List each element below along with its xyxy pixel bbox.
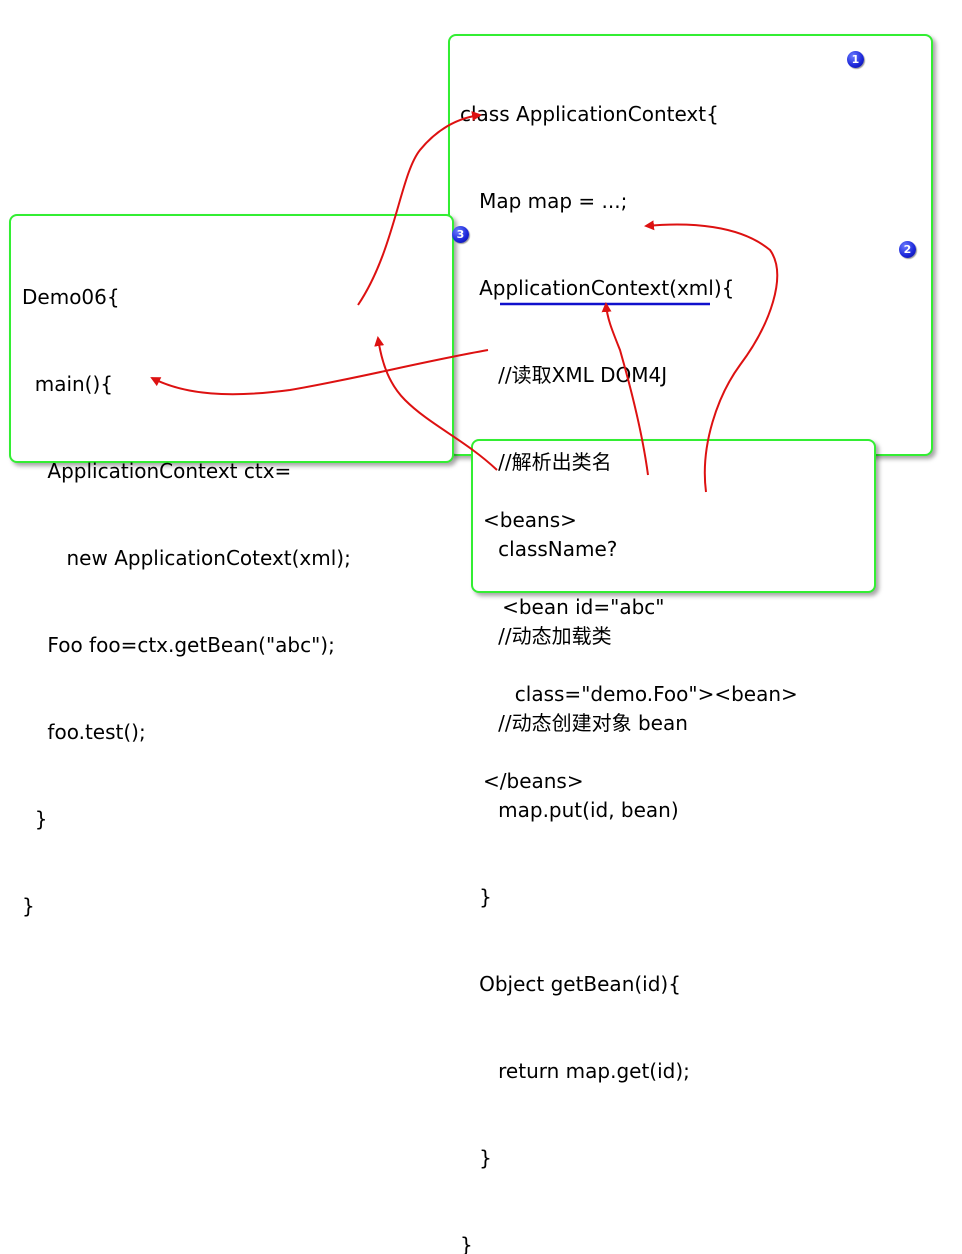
beans-xml-code: <beans> <bean id="abc" class="demo.Foo">…: [483, 448, 798, 825]
appctx-line: Map map = ...;: [460, 189, 628, 213]
appctx-line: class ApplicationContext{: [460, 102, 719, 126]
step-badge-1: 1: [847, 51, 864, 68]
beans-line: <bean id="abc": [483, 595, 665, 619]
beans-line: class="demo.Foo"><bean>: [483, 682, 798, 706]
appctx-line: //读取XML DOM4J: [460, 363, 668, 387]
appctx-line: return map.get(id);: [460, 1059, 690, 1083]
appctx-line: Object getBean(id){: [460, 972, 681, 996]
demo-line: ApplicationContext ctx=: [22, 459, 292, 483]
demo-line: foo.test();: [22, 720, 146, 744]
beans-line: </beans>: [483, 769, 584, 793]
demo-line: }: [22, 807, 48, 831]
demo-line: main(){: [22, 372, 114, 396]
step-badge-3: 3: [452, 226, 469, 243]
beans-line: <beans>: [483, 508, 577, 532]
appctx-line: }: [460, 1146, 492, 1170]
appctx-line: ApplicationContext(xml){: [460, 276, 735, 300]
demo06-code: Demo06{ main(){ ApplicationContext ctx= …: [22, 225, 351, 950]
demo-line: Foo foo=ctx.getBean("abc");: [22, 633, 335, 657]
step-badge-2: 2: [899, 241, 916, 258]
appctx-line: className?: [460, 537, 618, 561]
appctx-line: }: [460, 885, 492, 909]
appctx-line: }: [460, 1233, 473, 1254]
appctx-line: //解析出类名: [460, 450, 612, 474]
demo-line: Demo06{: [22, 285, 120, 309]
demo-line: new ApplicationCotext(xml);: [22, 546, 351, 570]
demo-line: }: [22, 894, 35, 918]
